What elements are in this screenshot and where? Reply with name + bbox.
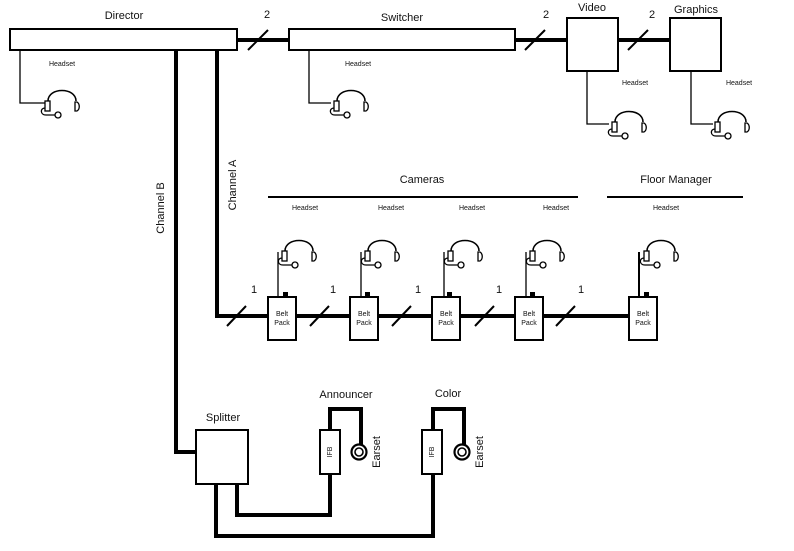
belt-pack-label: Pack bbox=[521, 320, 537, 327]
headset-icon bbox=[330, 91, 368, 119]
cameras-label: Cameras bbox=[400, 174, 445, 186]
headset-icon bbox=[526, 241, 564, 269]
belt-pack-label: Belt bbox=[523, 311, 535, 318]
director-box bbox=[10, 29, 237, 50]
channel-a-label: Channel A bbox=[227, 159, 239, 210]
belt-pack-label: Pack bbox=[274, 320, 290, 327]
belt-pack-label: Belt bbox=[358, 311, 370, 318]
wire-count-label: 1 bbox=[496, 284, 502, 296]
ifb-label: IFB bbox=[429, 446, 436, 457]
switcher-label: Switcher bbox=[381, 12, 424, 24]
announcer-label: Announcer bbox=[319, 389, 373, 401]
camera-station: Headset Belt Pack bbox=[432, 205, 485, 340]
wire-count-label: 1 bbox=[578, 284, 584, 296]
headset-icon bbox=[41, 91, 79, 119]
headset-label: Headset bbox=[622, 80, 648, 87]
channel-b-label: Channel B bbox=[155, 182, 167, 233]
splitter-label: Splitter bbox=[206, 412, 241, 424]
video-label: Video bbox=[578, 2, 606, 14]
belt-pack-label: Belt bbox=[637, 311, 649, 318]
channel-b-wire bbox=[176, 50, 196, 452]
belt-pack-label: Pack bbox=[635, 320, 651, 327]
wire-count-label: 2 bbox=[264, 9, 270, 21]
belt-pack-label: Belt bbox=[276, 311, 288, 318]
headset-icon bbox=[711, 112, 749, 140]
belt-pack-label: Pack bbox=[438, 320, 454, 327]
wire-count-label: 1 bbox=[415, 284, 421, 296]
ifb-label: IFB bbox=[327, 446, 334, 457]
floor-manager-label: Floor Manager bbox=[640, 174, 712, 186]
color-label: Color bbox=[435, 388, 462, 400]
headset-label: Headset bbox=[49, 61, 75, 68]
headset-icon bbox=[608, 112, 646, 140]
headset-label: Headset bbox=[653, 205, 679, 212]
headset-label: Headset bbox=[726, 80, 752, 87]
graphics-box bbox=[670, 18, 721, 71]
wire-count-label: 2 bbox=[649, 9, 655, 21]
earset-icon bbox=[455, 445, 470, 460]
splitter-announcer-wire bbox=[237, 474, 330, 515]
headset-label: Headset bbox=[543, 205, 569, 212]
floor-manager-station: Headset Belt Pack bbox=[629, 205, 679, 340]
earset-label: Earset bbox=[474, 436, 486, 468]
belt-pack-label: Pack bbox=[356, 320, 372, 327]
switcher-box bbox=[289, 29, 515, 50]
graphics-label: Graphics bbox=[674, 4, 719, 16]
wire-count-label: 1 bbox=[330, 284, 336, 296]
wire-count-label: 1 bbox=[251, 284, 257, 296]
camera-station: Headset Belt Pack bbox=[350, 205, 404, 340]
video-headset-cord bbox=[587, 71, 609, 124]
camera-station: Headset Belt Pack bbox=[268, 205, 318, 340]
switcher-headset-cord bbox=[309, 50, 331, 103]
headset-label: Headset bbox=[459, 205, 485, 212]
director-headset-cord bbox=[20, 50, 45, 103]
headset-label: Headset bbox=[292, 205, 318, 212]
graphics-headset-cord bbox=[691, 71, 713, 124]
wire-count-label: 2 bbox=[543, 9, 549, 21]
earset-label: Earset bbox=[371, 436, 383, 468]
video-box bbox=[567, 18, 618, 71]
earset-icon bbox=[352, 445, 367, 460]
headset-label: Headset bbox=[378, 205, 404, 212]
director-label: Director bbox=[105, 10, 144, 22]
headset-icon bbox=[278, 241, 316, 269]
headset-icon bbox=[444, 241, 482, 269]
belt-pack-label: Belt bbox=[440, 311, 452, 318]
headset-icon bbox=[640, 241, 678, 269]
headset-icon bbox=[361, 241, 399, 269]
headset-label: Headset bbox=[345, 61, 371, 68]
splitter-box bbox=[196, 430, 248, 484]
channel-a-wire bbox=[217, 50, 268, 316]
